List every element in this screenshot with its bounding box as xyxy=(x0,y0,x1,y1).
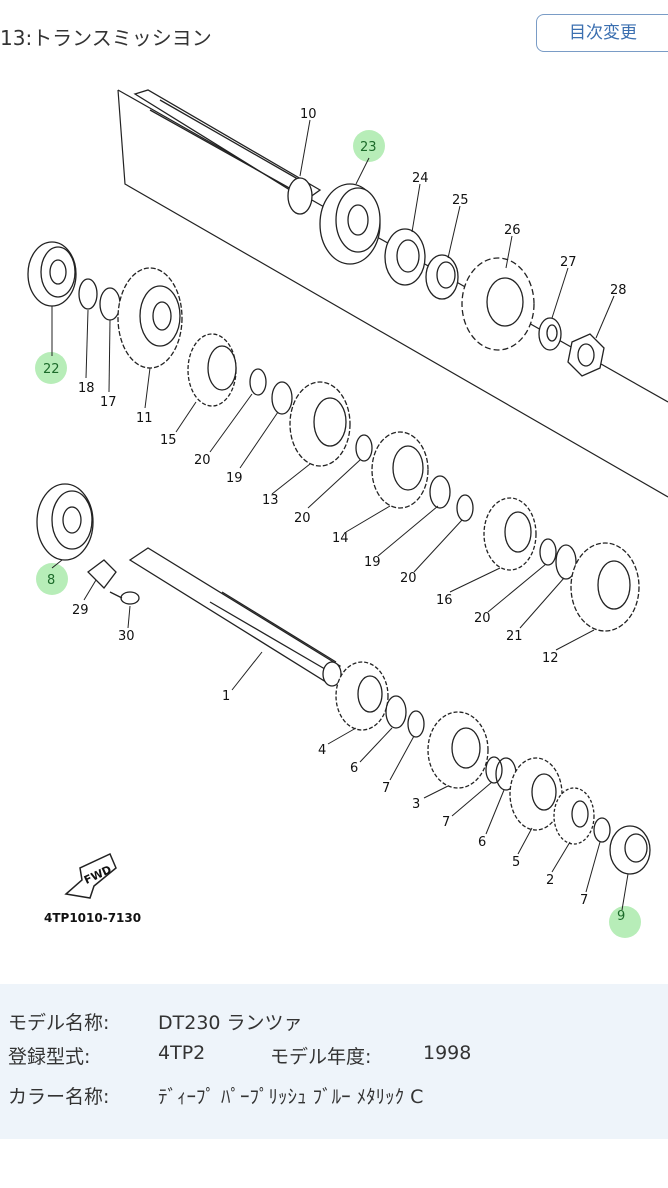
part-label[interactable]: 15 xyxy=(160,433,177,448)
part-label[interactable]: 3 xyxy=(412,797,420,812)
part-circlip-20a xyxy=(249,368,267,396)
part-bearing-8 xyxy=(36,483,94,561)
part-circlip-20c xyxy=(456,494,474,522)
part-seal-24 xyxy=(384,228,426,286)
leader-lines xyxy=(51,119,629,911)
part-main-axle-1 xyxy=(128,547,342,687)
part-label[interactable]: 27 xyxy=(560,255,577,270)
part-label[interactable]: 21 xyxy=(506,629,523,644)
part-gear-14 xyxy=(371,431,429,509)
part-circlip-20d xyxy=(539,538,557,566)
part-label[interactable]: 29 xyxy=(72,603,89,618)
part-label[interactable]: 1 xyxy=(222,689,230,704)
part-labels: 10 23 24 25 26 27 28 22 18 17 11 15 20 1… xyxy=(43,107,627,924)
part-label[interactable]: 30 xyxy=(118,629,135,644)
header-bar: 13:トランスミッシヨン 目次変更 xyxy=(0,0,668,72)
part-label[interactable]: 4 xyxy=(318,743,326,758)
year-value: 1998 xyxy=(423,1042,472,1064)
part-label[interactable]: 19 xyxy=(364,555,381,570)
registration-value: 4TP2 xyxy=(158,1042,206,1064)
part-circlip-7b xyxy=(485,756,503,784)
part-label[interactable]: 26 xyxy=(504,223,521,238)
part-sprocket-26 xyxy=(461,257,535,351)
part-plate-29 xyxy=(87,559,117,589)
color-label: カラー名称: xyxy=(8,1086,110,1108)
part-label[interactable]: 11 xyxy=(136,411,153,426)
part-label[interactable]: 16 xyxy=(436,593,453,608)
registration-label: 登録型式: xyxy=(8,1046,91,1068)
model-label: モデル名称: xyxy=(8,1012,110,1034)
part-label[interactable]: 20 xyxy=(194,453,211,468)
bounding-line xyxy=(117,89,668,498)
highlight-8[interactable] xyxy=(36,563,68,595)
part-label[interactable]: 20 xyxy=(474,611,491,626)
part-label[interactable]: 7 xyxy=(580,893,588,908)
part-bearing-23 xyxy=(319,183,381,265)
part-bearing-22 xyxy=(27,241,77,307)
part-gear-11 xyxy=(117,267,183,369)
diagram-code: 4TP1010-7130 xyxy=(44,911,141,925)
part-label[interactable]: 6 xyxy=(350,761,358,776)
part-circlip-20b xyxy=(355,434,373,462)
part-label-highlighted[interactable]: 8 xyxy=(47,573,55,588)
part-bearing-9 xyxy=(609,825,651,875)
part-screw-30 xyxy=(109,591,140,605)
part-label[interactable]: 14 xyxy=(332,531,349,546)
forward-arrow-icon: FWD xyxy=(64,852,117,899)
page-title: 13:トランスミッシヨン xyxy=(0,26,212,50)
part-label[interactable]: 20 xyxy=(400,571,417,586)
part-circlip-7c xyxy=(593,817,611,843)
highlight-9[interactable] xyxy=(609,906,641,938)
model-value: DT230 ランツァ xyxy=(158,1012,303,1034)
part-gear-4 xyxy=(335,661,389,731)
part-label[interactable]: 5 xyxy=(512,855,520,870)
part-circlip-18 xyxy=(78,278,98,310)
part-gear-3 xyxy=(427,711,489,789)
part-gear-12 xyxy=(570,542,640,632)
part-circlip-7a xyxy=(407,710,425,738)
part-shaft-10 xyxy=(133,89,322,215)
part-gear-2 xyxy=(553,787,595,845)
part-label[interactable]: 7 xyxy=(382,781,390,796)
highlight-23[interactable] xyxy=(353,130,385,162)
exploded-view-svg: FWD 4TP1010-7130 xyxy=(27,89,668,938)
change-toc-button[interactable]: 目次変更 xyxy=(536,14,668,52)
part-label[interactable]: 24 xyxy=(412,171,429,186)
year-label: モデル年度: xyxy=(270,1046,372,1068)
part-label[interactable]: 6 xyxy=(478,835,486,850)
part-label[interactable]: 13 xyxy=(262,493,279,508)
part-label[interactable]: 2 xyxy=(546,873,554,888)
part-label[interactable]: 17 xyxy=(100,395,117,410)
part-washer-21 xyxy=(555,544,577,580)
part-label[interactable]: 20 xyxy=(294,511,311,526)
part-label-highlighted[interactable]: 22 xyxy=(43,362,60,377)
part-washer-19a xyxy=(271,381,293,415)
color-value: ﾃﾞｨｰﾌﾟ ﾊﾟｰﾌﾟﾘｯｼｭ ﾌﾞﾙｰ ﾒﾀﾘｯｸ C xyxy=(158,1086,424,1108)
part-washer-27 xyxy=(538,317,562,351)
part-gear-15 xyxy=(187,333,237,407)
part-washer-19b xyxy=(429,475,451,509)
part-label-highlighted[interactable]: 9 xyxy=(617,909,625,924)
parts-diagram: FWD 4TP1010-7130 xyxy=(0,72,668,972)
part-washer-6a xyxy=(385,695,407,729)
highlight-22[interactable] xyxy=(35,352,67,384)
part-label-highlighted[interactable]: 23 xyxy=(360,140,377,155)
part-nut-28 xyxy=(567,333,605,377)
part-label[interactable]: 28 xyxy=(610,283,627,298)
part-gear-13 xyxy=(289,381,351,467)
model-info-panel: モデル名称: DT230 ランツァ 登録型式: 4TP2 モデル年度: 1998… xyxy=(0,984,668,1139)
part-label[interactable]: 18 xyxy=(78,381,95,396)
part-label[interactable]: 7 xyxy=(442,815,450,830)
part-label[interactable]: 19 xyxy=(226,471,243,486)
part-label[interactable]: 10 xyxy=(300,107,317,122)
part-gear-16 xyxy=(483,497,537,571)
part-label[interactable]: 12 xyxy=(542,651,559,666)
part-washer-17 xyxy=(99,287,121,321)
part-label[interactable]: 25 xyxy=(452,193,469,208)
part-collar-25 xyxy=(425,254,459,300)
